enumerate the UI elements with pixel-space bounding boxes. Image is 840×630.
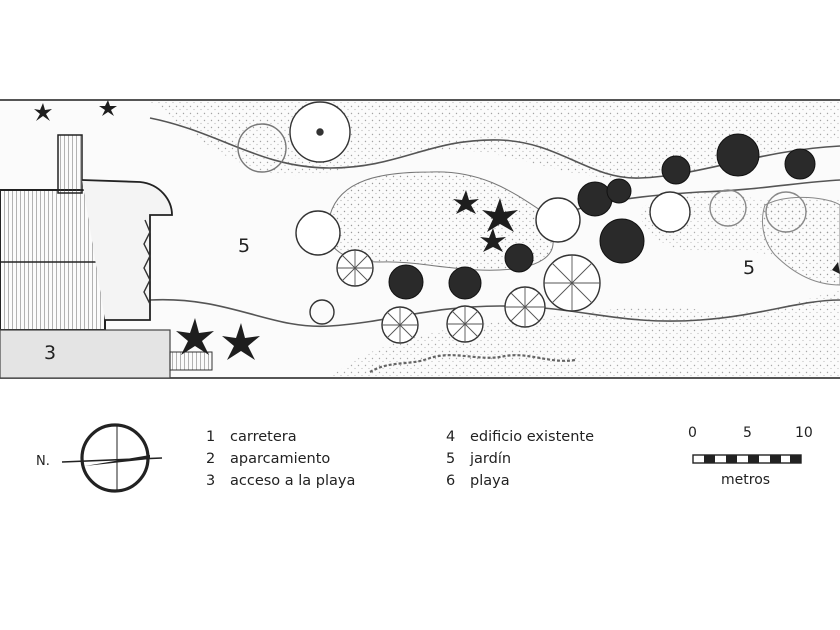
scale-tick-5: 5 xyxy=(743,425,752,441)
legend-number: 3 xyxy=(206,473,216,489)
legend-text: carretera xyxy=(230,429,297,445)
legend-item: 3 acceso a la playa xyxy=(206,470,355,492)
legend-column-2: 4 edificio existente 5 jardín 6 playa xyxy=(446,426,594,492)
garden-bed-far-right xyxy=(762,196,840,286)
scale-unit-label: metros xyxy=(721,472,771,488)
legend-text: edificio existente xyxy=(470,429,595,445)
legend-column-1: 1 carretera 2 aparcamiento 3 acceso a la pl… xyxy=(206,426,355,492)
legend-item: 1 carretera xyxy=(206,426,355,448)
legend-number: 4 xyxy=(446,429,456,445)
legend-text: acceso a la playa xyxy=(230,473,356,489)
legend-text: playa xyxy=(470,473,510,489)
legend-number: 1 xyxy=(206,429,216,445)
zone-label-garden-left: 5 xyxy=(238,235,251,257)
scale-tick-10: 10 xyxy=(795,425,813,441)
north-arrow xyxy=(61,423,163,493)
scale-bar xyxy=(692,454,802,464)
legend-text: aparcamiento xyxy=(230,451,331,467)
existing-building xyxy=(0,134,173,331)
sand-area-bottom xyxy=(330,290,840,378)
legend-item: 5 jardín xyxy=(446,448,594,470)
scale-tick-0: 0 xyxy=(688,425,697,441)
beach-access xyxy=(0,329,213,378)
legend-text: jardín xyxy=(470,451,512,467)
shoreline xyxy=(369,354,576,373)
legend-number: 2 xyxy=(206,451,216,467)
north-label: N. xyxy=(36,454,50,469)
palm-trees xyxy=(34,100,840,360)
legend-item: 2 aparcamiento xyxy=(206,448,355,470)
legend-number: 5 xyxy=(446,451,456,467)
legend-number: 6 xyxy=(446,473,456,489)
trees-dark xyxy=(388,133,816,300)
zone-label-beach-access: 3 xyxy=(44,342,57,364)
zone-label-garden-right: 5 xyxy=(743,257,756,279)
legend-item: 4 edificio existente xyxy=(446,426,594,448)
legend-item: 6 playa xyxy=(446,470,594,492)
tree-spokes xyxy=(337,250,600,343)
